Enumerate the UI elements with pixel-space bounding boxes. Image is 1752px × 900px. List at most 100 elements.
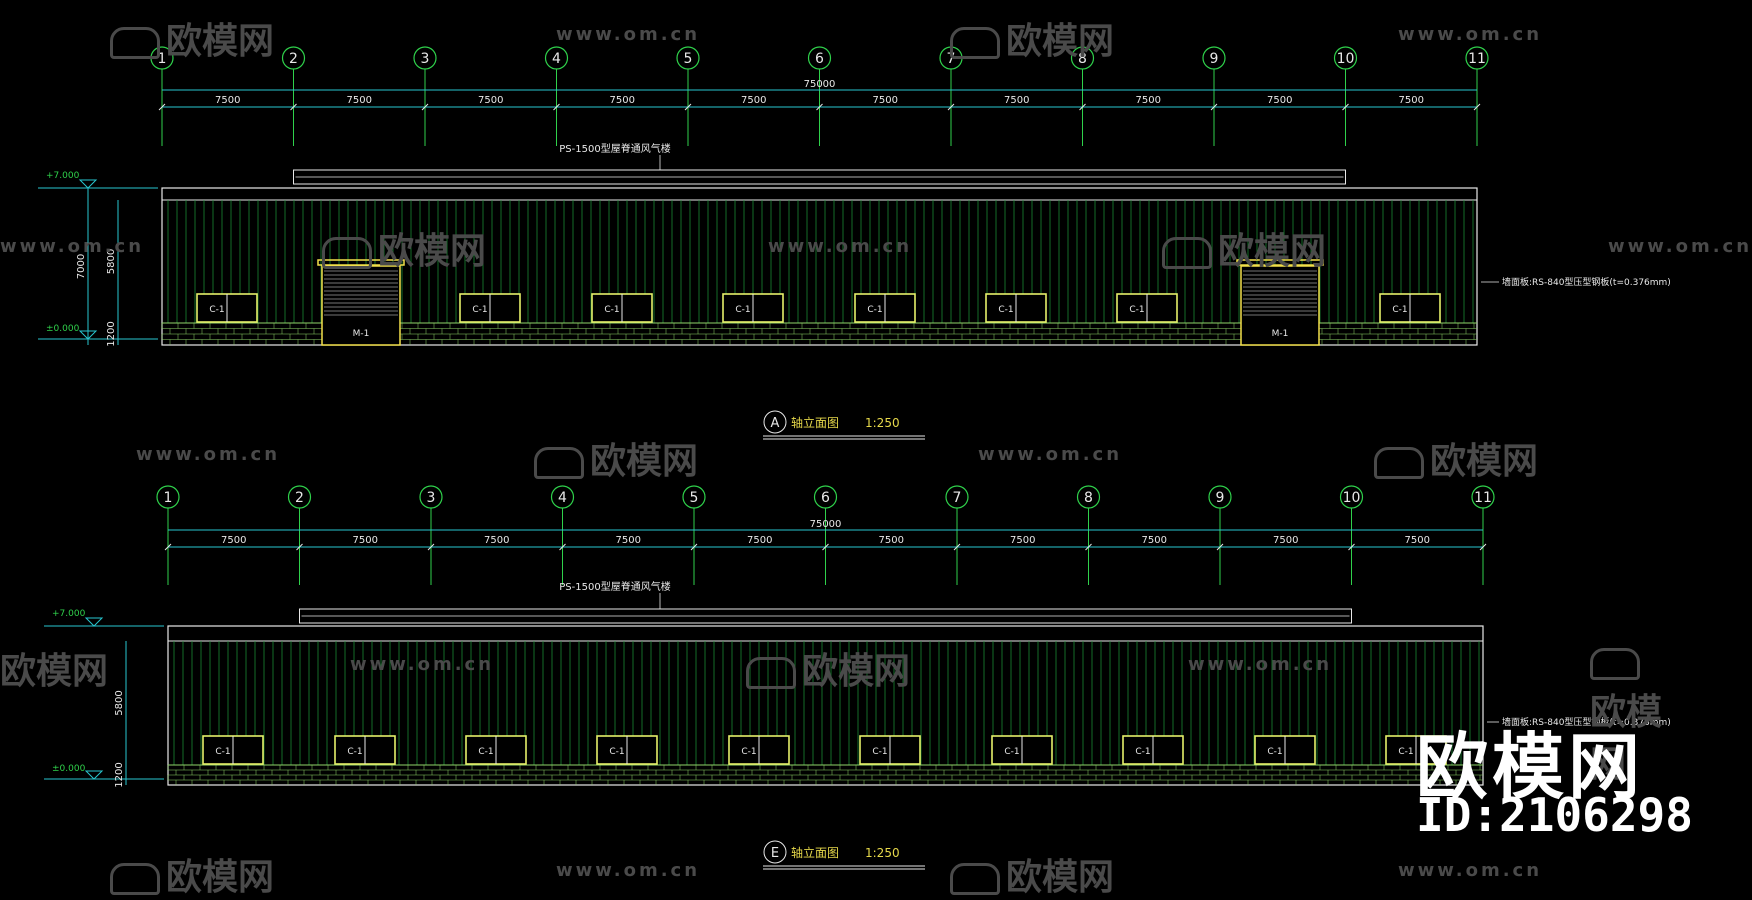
dimension-tick: [1342, 103, 1349, 111]
grid-label: 2: [289, 51, 298, 67]
window-tag: C-1: [1129, 305, 1144, 315]
total-height-text: 7000: [76, 254, 87, 279]
view-scale: 1:250: [865, 416, 900, 430]
bay-dimension-text: 7500: [1142, 535, 1167, 546]
dimension-tick: [690, 543, 698, 551]
grid-label: 4: [558, 490, 567, 506]
view-title: 轴立面图: [791, 845, 839, 860]
dimension-tick: [1348, 543, 1355, 551]
wall-height-text: 5800: [106, 249, 117, 274]
grid-label: 7: [947, 51, 956, 67]
grid-label: 5: [684, 51, 693, 67]
window-tag: C-1: [1392, 305, 1407, 315]
dimension-tick: [816, 103, 823, 111]
window-tag: C-1: [215, 747, 230, 757]
dimension-tick: [1216, 543, 1224, 551]
window-tag: C-1: [472, 305, 487, 315]
dimension-tick: [421, 103, 429, 111]
dimension-tick: [953, 543, 961, 551]
bay-dimension-text: 7500: [1004, 95, 1029, 106]
dimension-tick: [1085, 543, 1092, 551]
bay-dimension-text: 7500: [610, 95, 635, 106]
door-canopy: [317, 259, 405, 266]
overall-dimension-text: 75000: [810, 519, 842, 530]
window-tag: C-1: [1398, 747, 1413, 757]
grid-label: 1: [164, 490, 173, 506]
elevation-e: 1 2 3 4 5 6 7 8 9 10 11 75000 7500 7500 7500 7500 7500 75…: [44, 485, 1671, 870]
bay-dimension-text: 7500: [873, 95, 898, 106]
door-canopy: [1236, 259, 1324, 266]
door-tag: M-1: [353, 329, 370, 339]
level-symbol-top: [78, 179, 98, 189]
grid-label: 3: [421, 51, 430, 67]
dimension-tick: [684, 103, 692, 111]
window-tag: C-1: [609, 747, 624, 757]
window-tag: C-1: [741, 747, 756, 757]
grid-label: 7: [953, 490, 962, 506]
grid-label: 6: [815, 51, 824, 67]
dimension-tick: [158, 103, 166, 111]
grid-label: 5: [690, 490, 699, 506]
bay-dimension-text: 7500: [747, 535, 772, 546]
bay-dimension-text: 7500: [215, 95, 240, 106]
bay-dimension-text: 7500: [1267, 95, 1292, 106]
bay-dimension-text: 7500: [616, 535, 641, 546]
bay-dimension-text: 7500: [484, 535, 509, 546]
view-scale: 1:250: [865, 846, 900, 860]
dimension-tick: [290, 103, 297, 111]
dimension-tick: [164, 543, 172, 551]
dimension-tick: [822, 543, 829, 551]
level-symbol-zero: [84, 770, 104, 780]
grid-label: 4: [552, 51, 561, 67]
dimension-tick: [559, 543, 566, 551]
view-axis-bubble: [763, 410, 787, 434]
dimension-tick: [553, 103, 560, 111]
view-axis-label: E: [771, 846, 779, 861]
bay-dimension-text: 7500: [221, 535, 246, 546]
bay-dimension-text: 7500: [347, 95, 372, 106]
bay-dimension-text: 7500: [741, 95, 766, 106]
window-tag: C-1: [1135, 747, 1150, 757]
window-tag: C-1: [867, 305, 882, 315]
grid-label: 1: [158, 51, 167, 67]
grid-label: 6: [821, 490, 830, 506]
view-axis-bubble: [763, 840, 787, 864]
window-tag: C-1: [1004, 747, 1019, 757]
window-tag: C-1: [872, 747, 887, 757]
window-tag: C-1: [209, 305, 224, 315]
bay-dimension-text: 7500: [1273, 535, 1298, 546]
bay-dimension-text: 7500: [353, 535, 378, 546]
wall-height-text: 5800: [114, 690, 125, 715]
window-tag: C-1: [604, 305, 619, 315]
bay-dimension-text: 7500: [478, 95, 503, 106]
building-outline: [161, 187, 1478, 346]
overall-dimension-text: 75000: [804, 79, 836, 90]
window-tag: C-1: [735, 305, 750, 315]
dimension-tick: [427, 543, 435, 551]
grid-label: 10: [1343, 490, 1361, 506]
grid-label: 2: [295, 490, 304, 506]
grid-label: 3: [427, 490, 436, 506]
ventilator-label: PS-1500型屋脊通风气楼: [559, 142, 670, 155]
window-tag: C-1: [1267, 747, 1282, 757]
level-zero-text: ±0.000: [52, 764, 86, 774]
level-zero-text: ±0.000: [46, 324, 80, 334]
grid-label: 9: [1216, 490, 1225, 506]
wall-panel-label: 墙面板:RS-840型压型钢板(t=0.376mm): [1502, 276, 1671, 288]
base-height-text: 1200: [106, 321, 117, 346]
dimension-tick: [296, 543, 303, 551]
bay-dimension-text: 7500: [1136, 95, 1161, 106]
window-tag: C-1: [998, 305, 1013, 315]
dimension-tick: [1479, 543, 1487, 551]
dimension-tick: [1210, 103, 1218, 111]
wall-panel-label: 墙面板:RS-840型压型钢板(t=0.376mm): [1502, 716, 1671, 728]
view-axis-label: A: [771, 416, 780, 431]
bay-dimension-text: 7500: [1399, 95, 1424, 106]
grid-label: 8: [1084, 490, 1093, 506]
roof-ventilator: [299, 608, 1352, 624]
bay-dimension-text: 7500: [1405, 535, 1430, 546]
roof-ventilator: [293, 169, 1346, 185]
grid-label: 11: [1474, 490, 1492, 506]
